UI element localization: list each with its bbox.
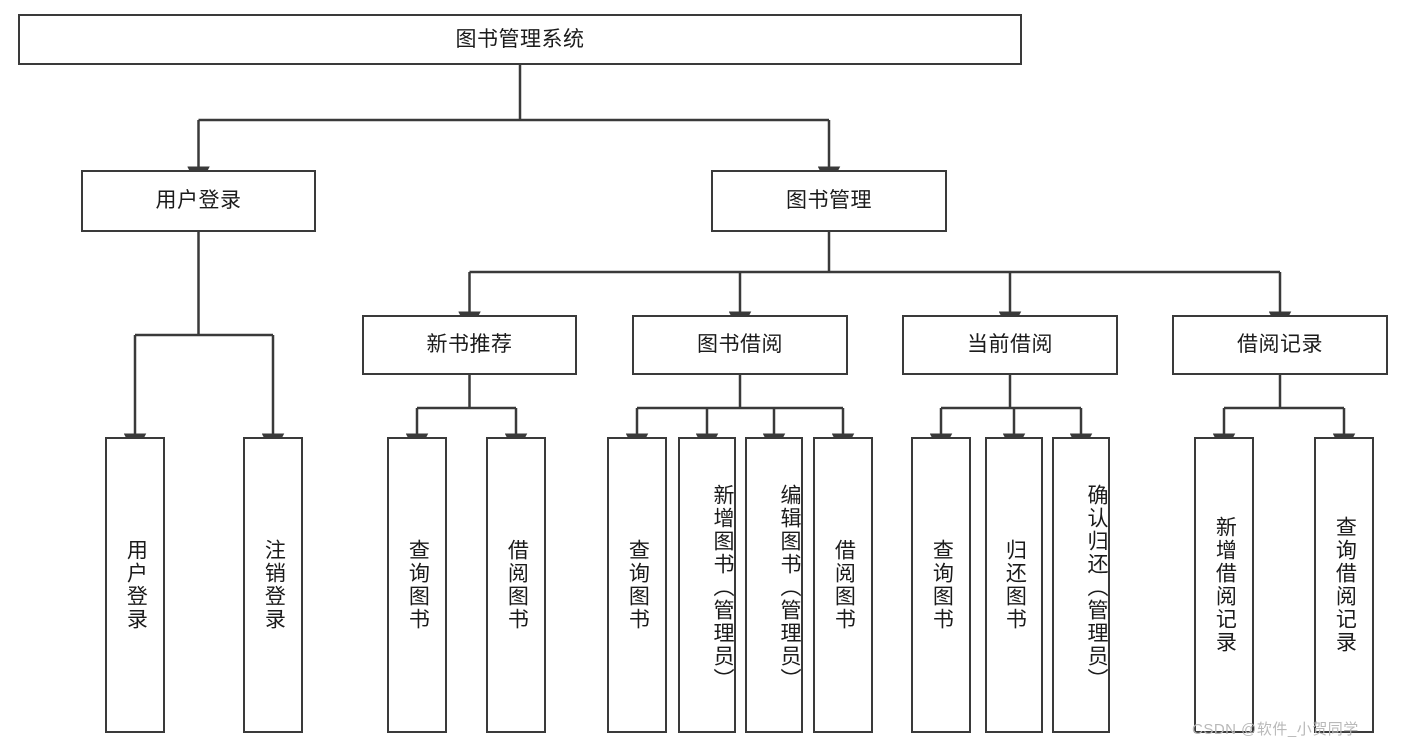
node-l-logout: 注销登录 bbox=[243, 437, 303, 733]
node-l-return: 归还图书 bbox=[985, 437, 1043, 733]
node-l-qbook1: 查询图书 bbox=[387, 437, 447, 733]
node-l-qrec: 查询借阅记录 bbox=[1314, 437, 1374, 733]
node-l-borrow1: 借阅图书 bbox=[486, 437, 546, 733]
node-l-addrec: 新增借阅记录 bbox=[1194, 437, 1254, 733]
node-current: 当前借阅 bbox=[902, 315, 1118, 375]
node-root: 图书管理系统 bbox=[18, 14, 1022, 65]
node-newbook: 新书推荐 bbox=[362, 315, 577, 375]
node-l-borrow2: 借阅图书 bbox=[813, 437, 873, 733]
node-l-login: 用户登录 bbox=[105, 437, 165, 733]
node-borrow: 图书借阅 bbox=[632, 315, 848, 375]
node-l-editbook: 编辑图书（管理员） bbox=[745, 437, 803, 733]
node-login: 用户登录 bbox=[81, 170, 316, 232]
node-l-addbook: 新增图书（管理员） bbox=[678, 437, 736, 733]
node-l-qbook2: 查询图书 bbox=[607, 437, 667, 733]
node-bookmgmt: 图书管理 bbox=[711, 170, 947, 232]
node-records: 借阅记录 bbox=[1172, 315, 1388, 375]
node-l-qbook3: 查询图书 bbox=[911, 437, 971, 733]
node-l-confirm: 确认归还（管理员） bbox=[1052, 437, 1110, 733]
watermark-text: CSDN @软件_小贺同学 bbox=[1192, 721, 1359, 738]
